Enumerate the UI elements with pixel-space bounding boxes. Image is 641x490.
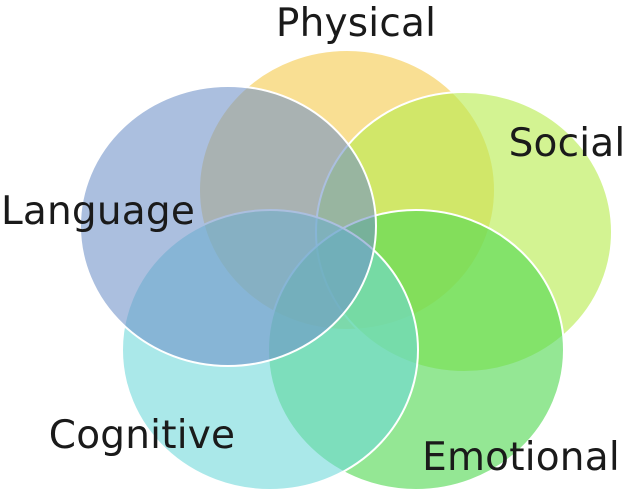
label-language: Language [1,189,195,234]
label-emotional: Emotional [422,435,620,480]
venn-labels: Physical Social Emotional Cognitive Lang… [1,1,625,480]
venn-circles [79,49,613,490]
circle-language [79,85,377,367]
label-physical: Physical [276,1,436,46]
label-cognitive: Cognitive [49,413,235,458]
label-social: Social [509,121,626,166]
